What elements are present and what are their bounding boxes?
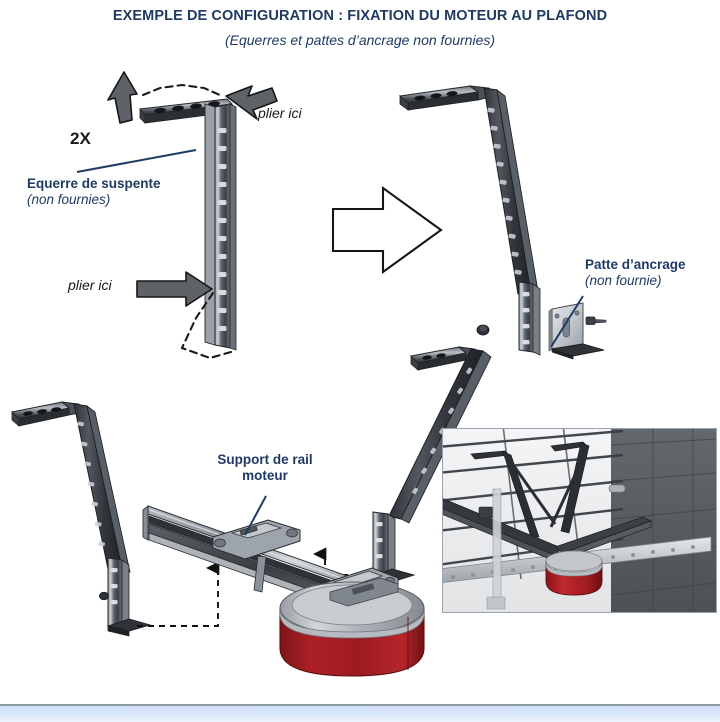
bracket-flat-web-slots (218, 128, 227, 331)
leader-line-anchor-plate (550, 295, 584, 348)
bent-bracket-diagonal-slots (487, 107, 522, 275)
callout-hanger-bracket: Equerre de suspente (non fournies) (27, 176, 161, 208)
motor-unit (279, 577, 425, 677)
photo-motor-unit (545, 550, 603, 596)
carriage-strap (253, 555, 267, 593)
photo-fittings (478, 484, 626, 519)
anchor-plate (548, 302, 605, 360)
callout-anchor-plate-note: (non fournie) (585, 272, 662, 288)
arrow-up-icon (107, 71, 138, 124)
carriage-plate (212, 519, 301, 560)
loose-nut (476, 324, 490, 336)
bent-bracket-top-slots (414, 91, 458, 101)
big-right-arrow-icon (331, 185, 443, 275)
motor-neck-ring (279, 607, 425, 639)
assembly-bracket-left (10, 401, 152, 637)
callout-anchor-plate-title: Patte d’ancrage (585, 257, 686, 272)
dashed-assembly-arrow-icon-left (137, 561, 220, 627)
bend-guide-bottom (180, 291, 233, 360)
arrow-right-icon (136, 271, 213, 307)
photo-post-foot (486, 596, 506, 610)
bracket-flat-slots (154, 101, 220, 114)
arrow-down-left-icon (225, 85, 278, 120)
installation-photo (442, 428, 717, 613)
callout-rail-support-line2: moteur (242, 467, 288, 483)
callout-hanger-bracket-title: Equerre de suspente (27, 176, 161, 191)
bend-guide-top (141, 83, 224, 98)
figure-hanger-bracket-bent (398, 85, 607, 360)
carriage-bolt-right (286, 528, 298, 538)
figure-rail-motor-assembly (10, 346, 492, 677)
page-title: EXEMPLE DE CONFIGURATION : FIXATION DU M… (112, 8, 608, 24)
anchor-plate-hole-2 (574, 310, 580, 316)
motor-top-clamp (351, 583, 375, 595)
bend-label-top: plier ici (258, 105, 302, 121)
carriage-bolt-left (214, 538, 226, 548)
motor-top-fitting (329, 577, 399, 607)
title-block: EXEMPLE DE CONFIGURATION : FIXATION DU M… (0, 6, 720, 50)
rail-end-cap (142, 505, 149, 541)
bend-label-bottom: plier ici (68, 277, 112, 293)
quantity-label: 2X (70, 129, 91, 148)
anchor-plate-foot-edge (551, 348, 574, 360)
footer-bar (0, 704, 720, 722)
rail-support-carriage (212, 519, 301, 593)
figure-hanger-bracket-flat (76, 71, 278, 360)
anchor-screw (585, 316, 607, 325)
bent-bracket-foot-slots (522, 292, 530, 345)
anchor-screw-shank (594, 319, 607, 324)
callout-anchor-plate: Patte d’ancrage (non fournie) (585, 257, 686, 289)
leader-line-hanger-bracket (76, 149, 197, 173)
bracket-flat-left-face (204, 103, 216, 346)
anchor-screw-head (585, 316, 596, 325)
callout-rail-support-line1: Support de rail (217, 452, 313, 467)
anchor-plate-hole-1 (554, 313, 560, 319)
page-subtitle: (Equerres et pattes d’ancrage non fourni… (224, 32, 496, 48)
leader-line-rail-support (244, 495, 267, 536)
photo-hanger-brackets (470, 441, 590, 538)
bracket-flat-right-face (229, 103, 237, 351)
bent-bracket-foot-edge (532, 283, 541, 356)
anchor-plate-thickness (548, 308, 553, 352)
callout-rail-support: Support de rail moteur (205, 452, 325, 484)
callout-hanger-bracket-note: (non fournies) (27, 191, 111, 207)
photo-support-post (492, 488, 502, 608)
photo-wall-joints (610, 429, 716, 612)
